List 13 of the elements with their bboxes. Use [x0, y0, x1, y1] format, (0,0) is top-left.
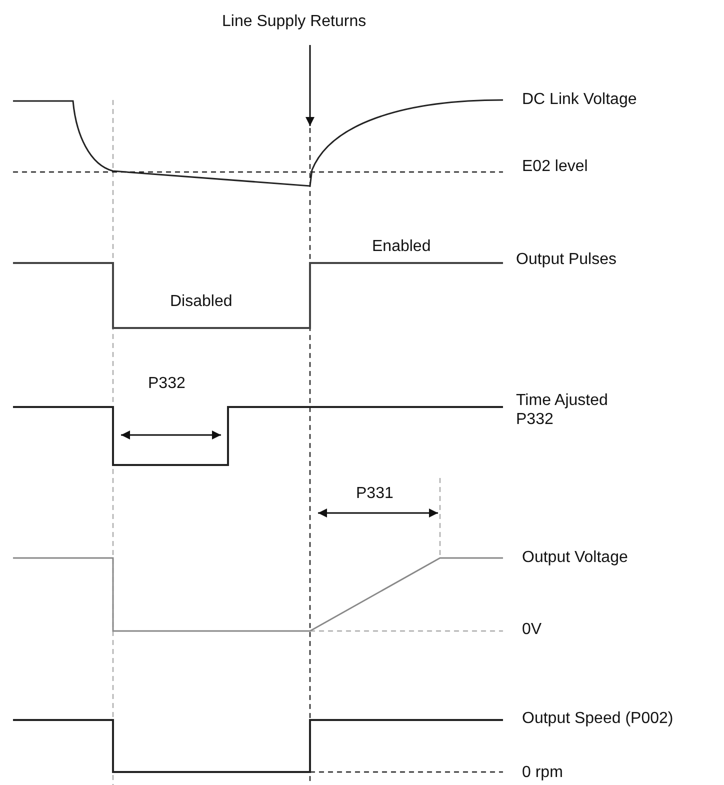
signal-label: Output Pulses: [516, 250, 616, 269]
level-label: E02 level: [522, 157, 588, 176]
dimension-label: P332: [148, 374, 186, 393]
state-label: Disabled: [170, 292, 232, 311]
signal-label: Output Speed (P002): [522, 709, 674, 728]
signal-label: Output Voltage: [522, 548, 628, 567]
signal-label: DC Link Voltage: [522, 90, 637, 109]
level-label: 0V: [522, 620, 542, 639]
level-label: 0 rpm: [522, 763, 563, 782]
state-label: Enabled: [372, 237, 431, 256]
event-label: Line Supply Returns: [222, 12, 366, 31]
signal-label: Time Ajusted P332: [516, 391, 609, 429]
dimension-label: P331: [356, 484, 394, 503]
